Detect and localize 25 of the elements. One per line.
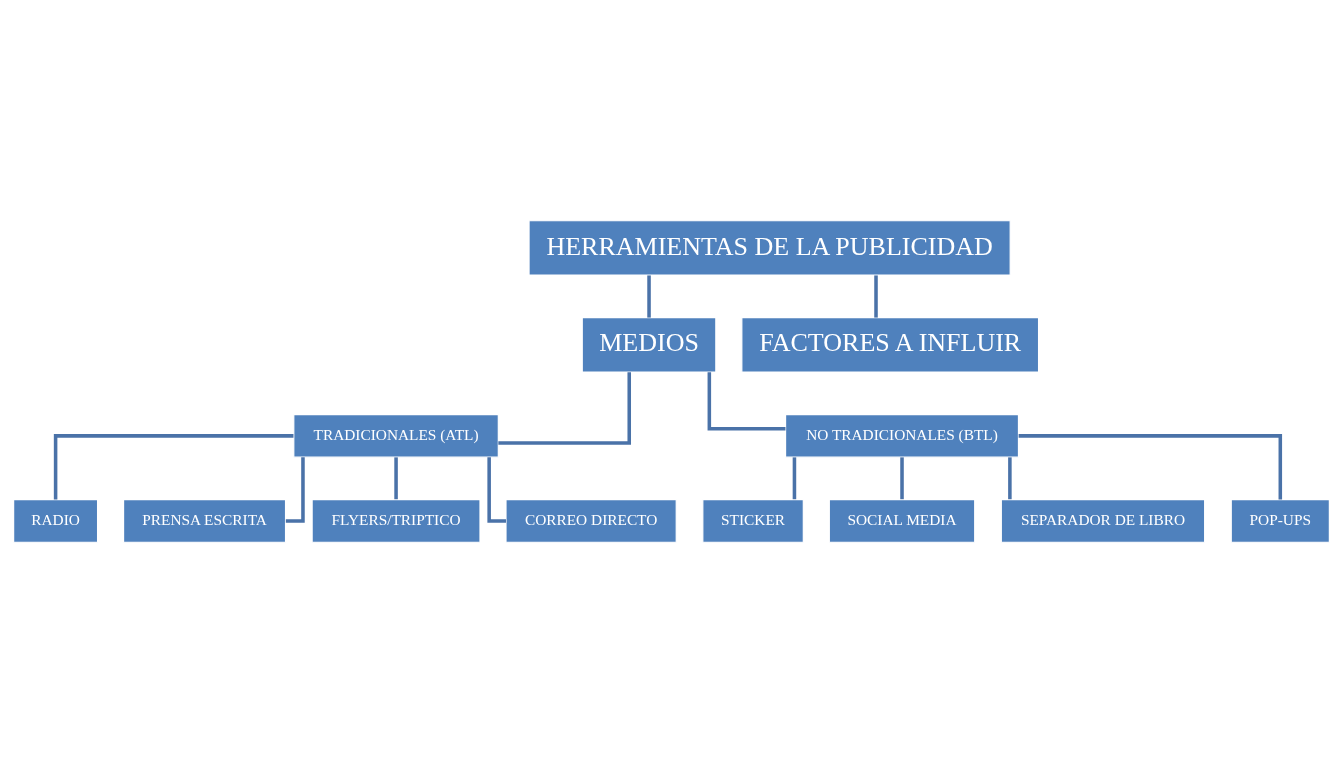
node-box: TRADICIONALES (ATL) bbox=[293, 413, 499, 458]
node-box: STICKER bbox=[702, 498, 804, 543]
node-box: CORREO DIRECTO bbox=[505, 498, 677, 543]
node-box: RADIO bbox=[13, 498, 99, 543]
node-box: MEDIOS bbox=[581, 316, 717, 373]
connector bbox=[498, 371, 631, 445]
connector bbox=[707, 371, 786, 431]
connector bbox=[394, 456, 398, 499]
node-box: SEPARADOR DE LIBRO bbox=[1000, 498, 1206, 543]
connector bbox=[647, 274, 651, 318]
connector bbox=[53, 433, 294, 499]
node-box: FLYERS/TRIPTICO bbox=[311, 498, 481, 543]
connector bbox=[1018, 433, 1283, 499]
connector bbox=[285, 456, 305, 523]
node-box: POP-UPS bbox=[1230, 498, 1330, 543]
node-box: NO TRADICIONALES (BTL) bbox=[785, 413, 1020, 458]
connector bbox=[487, 456, 506, 523]
connector bbox=[874, 274, 878, 318]
node-box: HERRAMIENTAS DE LA PUBLICIDAD bbox=[528, 219, 1011, 276]
node-box: PRENSA ESCRITA bbox=[123, 498, 287, 543]
connector bbox=[900, 456, 904, 499]
connector bbox=[1008, 456, 1012, 499]
connector bbox=[792, 456, 797, 499]
node-box: FACTORES A INFLUIR bbox=[741, 316, 1040, 373]
node-box: SOCIAL MEDIA bbox=[828, 498, 976, 543]
